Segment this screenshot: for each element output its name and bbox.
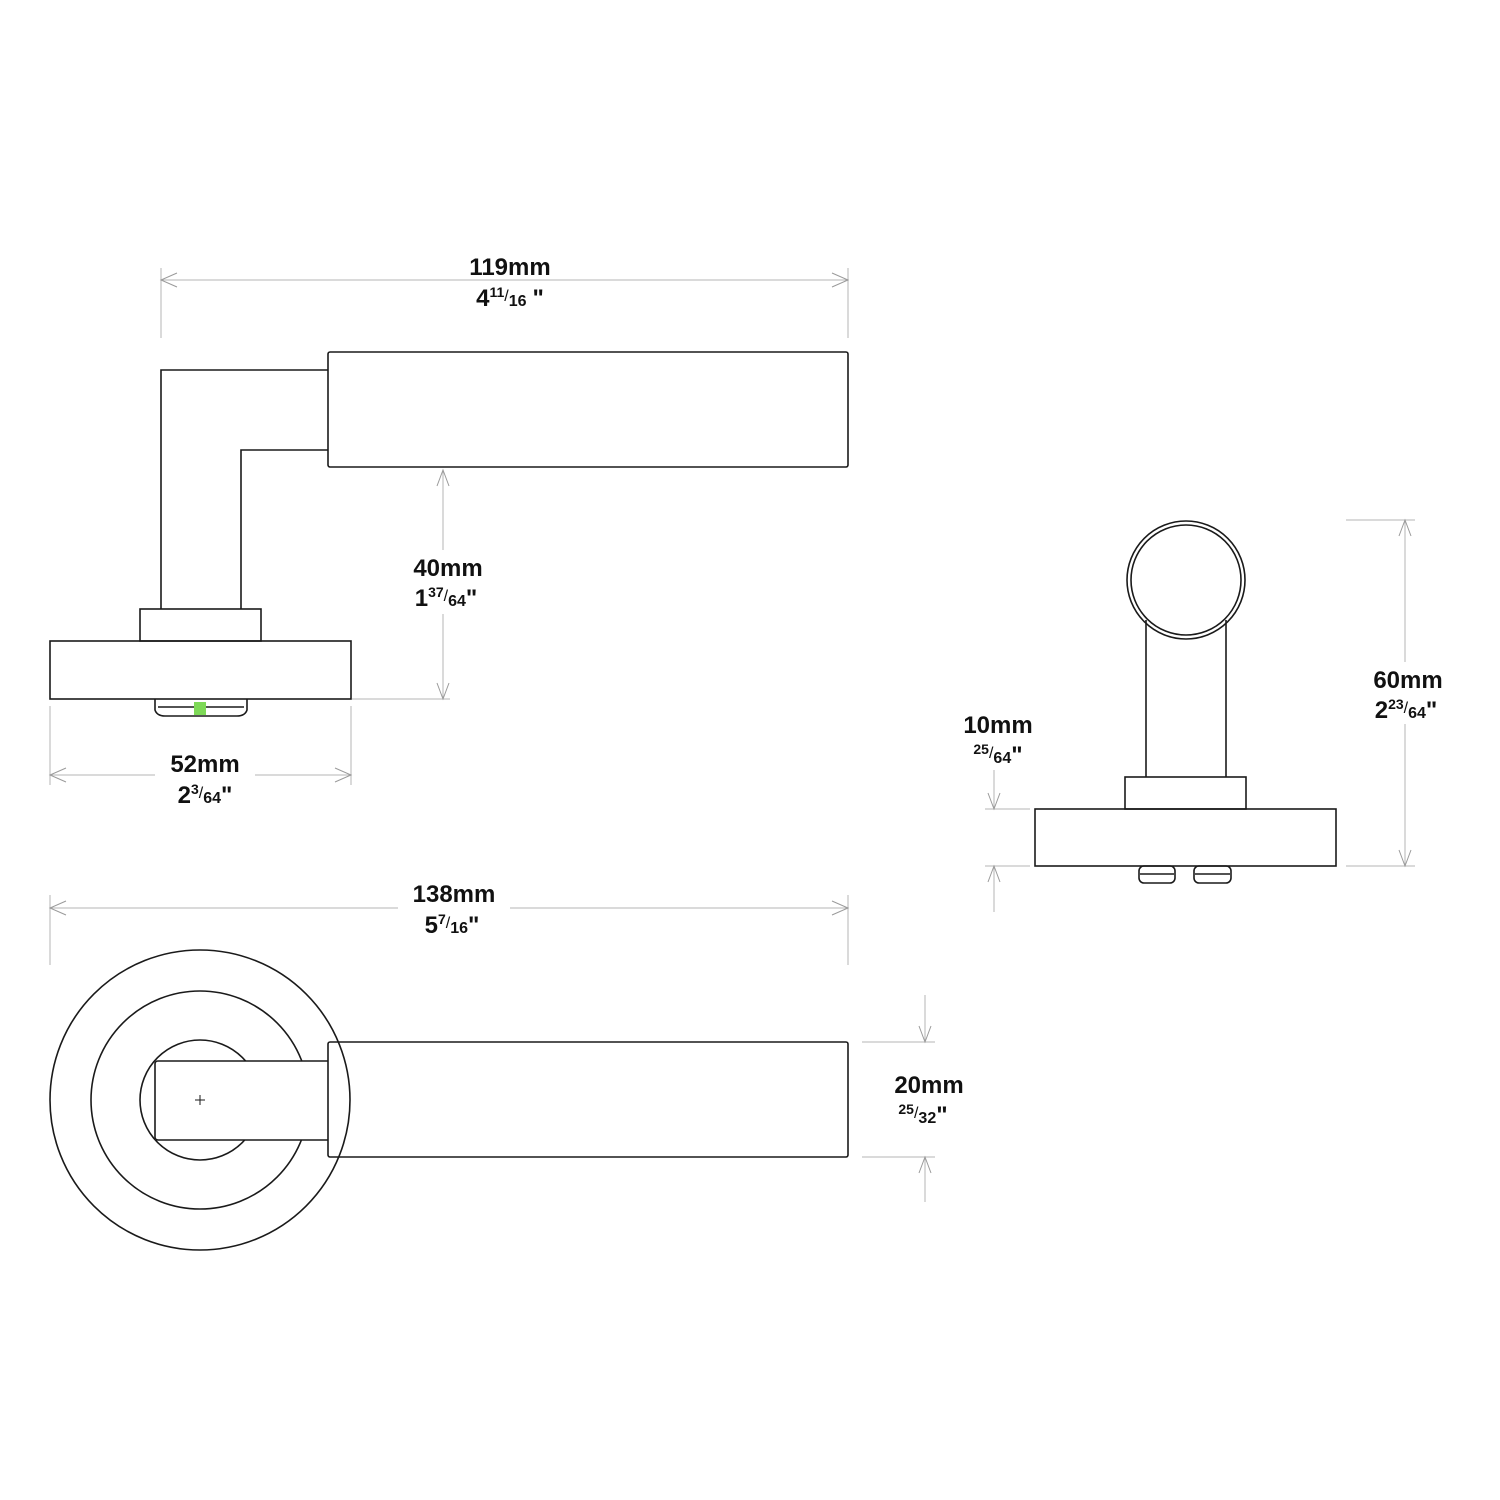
dim-mm-label: 138mm <box>413 881 496 908</box>
dim-inch-label: 23/64" <box>178 781 233 809</box>
arrow-down-icon <box>987 792 1001 811</box>
dim-rose-diameter: 52mm 23/64" <box>48 706 353 809</box>
dim-label-mask <box>155 748 255 808</box>
dim-lever-length: 119mm 411/16" <box>159 254 850 338</box>
arrow-left-icon <box>48 767 67 783</box>
dim-lever-height: 40mm 137/64" <box>352 468 498 701</box>
dim-inch-label: 25/64" <box>973 741 1022 769</box>
dim-mm-label: 119mm <box>469 254 550 281</box>
dim-mm-label: 60mm <box>1373 667 1442 694</box>
arrow-left-icon <box>159 272 178 288</box>
side-rose-collar <box>139 608 262 642</box>
end-view <box>1034 520 1337 884</box>
side-lever-grip <box>327 351 849 468</box>
dim-rose-thickness: 10mm 25/64" <box>963 712 1033 912</box>
arrow-down-icon <box>1398 849 1412 868</box>
end-rose-plate <box>1034 808 1337 867</box>
end-grip-circle-outer <box>1126 520 1246 640</box>
dim-inch-label: 411/16" <box>476 284 544 312</box>
dim-overall-length: 138mm 57/16" <box>48 878 850 965</box>
spindle-center-mark-icon <box>195 1095 205 1105</box>
dim-label-mask <box>398 878 510 940</box>
side-view <box>49 351 849 717</box>
dim-mm-label: 10mm <box>963 712 1032 739</box>
arrow-right-icon <box>831 272 850 288</box>
dim-inch-label: 25/32" <box>898 1101 947 1129</box>
side-rose-plate <box>49 640 352 700</box>
dim-inch-label: 223/64" <box>1375 696 1438 724</box>
end-screw-left <box>1138 865 1176 884</box>
end-rose-collar <box>1124 776 1247 810</box>
end-screw-right <box>1193 865 1232 884</box>
side-spindle-cap <box>154 699 248 717</box>
dim-mm-label: 40mm <box>413 555 482 582</box>
arrow-left-icon <box>48 900 67 916</box>
dim-label-mask <box>1360 662 1456 724</box>
top-rose-outer <box>49 949 351 1251</box>
end-grip-circle-inner <box>1130 524 1242 636</box>
dim-mm-label: 52mm <box>170 751 239 778</box>
top-lever-grip <box>327 1041 849 1158</box>
dim-total-projection: 60mm 223/64" <box>1346 518 1456 868</box>
arrow-up-icon <box>918 1155 932 1174</box>
arrow-down-icon <box>436 682 450 701</box>
dim-grip-width: 20mm 25/32" <box>862 995 964 1202</box>
arrow-up-icon <box>987 864 1001 883</box>
top-neck-fill <box>155 1061 328 1140</box>
arrow-up-icon <box>1398 518 1412 537</box>
arrow-right-icon <box>831 900 850 916</box>
arrow-down-icon <box>918 1025 932 1044</box>
arrow-right-icon <box>334 767 353 783</box>
side-lever-neck <box>160 369 328 609</box>
green-marker <box>194 702 206 715</box>
dim-inch-label: 57/16" <box>425 911 480 939</box>
top-view <box>49 949 849 1251</box>
dim-label-mask <box>398 550 498 614</box>
top-neck <box>154 1060 328 1141</box>
arrow-up-icon <box>436 468 450 487</box>
dim-mm-label: 20mm <box>894 1072 963 1099</box>
dim-inch-label: 137/64" <box>415 584 478 612</box>
